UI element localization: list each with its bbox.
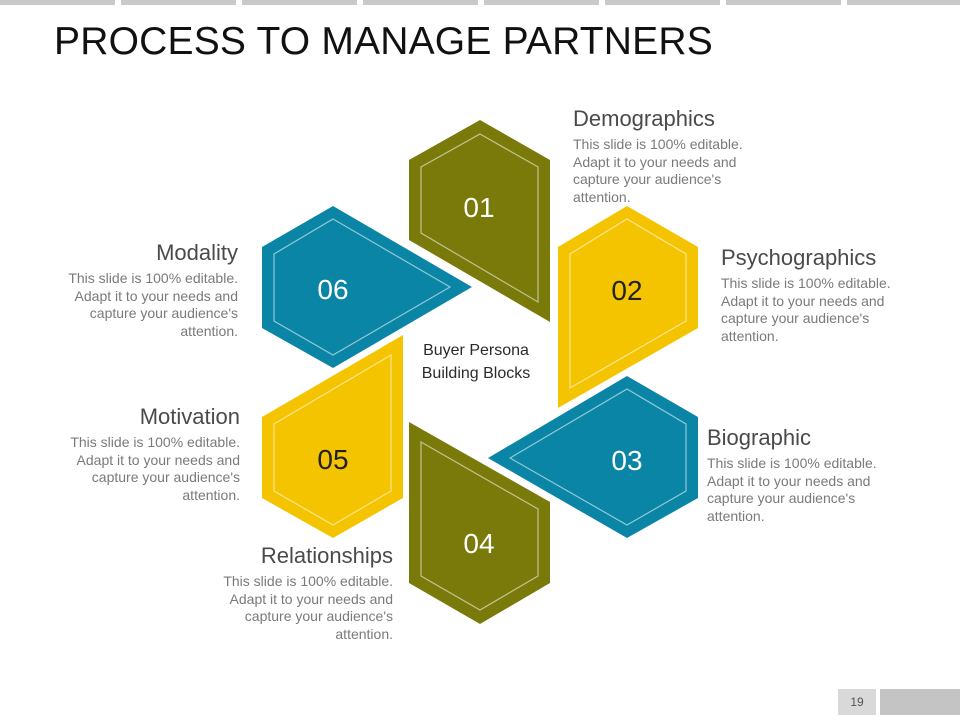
segment-01-shape: 01 [409,120,550,322]
center-label: Buyer Persona Building Blocks [400,339,552,385]
segment-04-description: This slide is 100% editable. Adapt it to… [223,573,393,642]
segment-05-number: 05 [317,444,348,475]
segment-05-shape: 05 [262,335,403,538]
page-footer-bar [880,689,960,715]
segment-04-shape: 04 [409,422,550,624]
segment-02-number: 02 [611,275,642,306]
center-label-line-2: Building Blocks [421,365,531,382]
top-bar-segment [121,0,236,5]
top-progress-bar [0,0,960,5]
segment-03-title: Biographic [707,425,811,450]
segment-01-number: 01 [463,192,494,223]
segment-04-title: Relationships [260,543,393,568]
segment-02-shape: 02 [558,206,698,408]
segment-03-text: Biographic This slide is 100% editable. … [707,425,897,525]
segment-05-description: This slide is 100% editable. Adapt it to… [70,434,240,503]
segment-04-text: Relationships This slide is 100% editabl… [198,543,393,643]
top-bar-segment [847,0,960,5]
segment-01-text: Demographics This slide is 100% editable… [573,106,763,206]
segment-02-title: Psychographics [721,245,877,270]
segment-01-description: This slide is 100% editable. Adapt it to… [573,136,743,205]
top-bar-segment [605,0,720,5]
top-bar-segment [0,0,115,5]
segment-05-text: Motivation This slide is 100% editable. … [45,404,240,504]
segment-06-shape: 06 [262,206,472,368]
top-bar-segment [726,0,841,5]
segment-06-description: This slide is 100% editable. Adapt it to… [68,270,238,339]
slide-title: PROCESS TO MANAGE PARTNERS [54,20,713,63]
top-bar-segment [484,0,599,5]
top-bar-segment [242,0,357,5]
segment-03-shape: 03 [488,376,698,538]
segment-03-number: 03 [611,445,642,476]
center-label-line-1: Buyer Persona [423,342,529,359]
segment-02-text: Psychographics This slide is 100% editab… [721,245,911,345]
segment-06-text: Modality This slide is 100% editable. Ad… [43,240,238,340]
page-number: 19 [838,689,876,715]
segment-04-number: 04 [463,528,494,559]
segment-06-number: 06 [317,274,348,305]
segment-01-title: Demographics [573,106,715,131]
segment-03-description: This slide is 100% editable. Adapt it to… [707,455,877,524]
top-bar-segment [363,0,478,5]
segment-02-description: This slide is 100% editable. Adapt it to… [721,275,891,344]
segment-05-title: Motivation [139,404,240,429]
segment-06-title: Modality [156,240,238,265]
